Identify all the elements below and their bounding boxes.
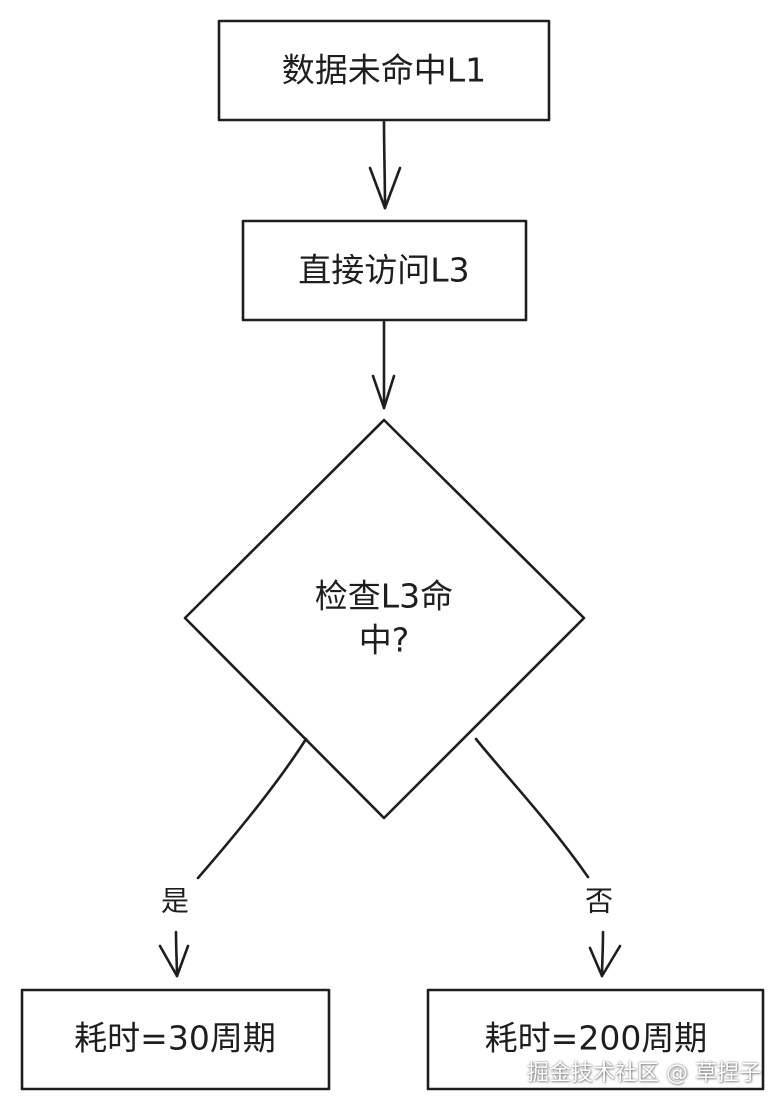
edge-yes: 是	[158, 737, 308, 978]
node-miss-l1-label: 数据未命中L1	[282, 51, 486, 90]
edge-no-line-upper	[474, 737, 590, 879]
arrow-access-to-check-head	[371, 374, 396, 410]
edge-no-line-lower	[600, 930, 605, 978]
node-miss-result: 耗时=200周期	[426, 988, 765, 1091]
node-check-l3: 检查L3命 中?	[183, 418, 586, 820]
node-hit-result: 耗时=30周期	[20, 988, 331, 1091]
edge-no-label: 否	[585, 885, 613, 918]
arrow-access-to-check	[371, 320, 396, 410]
edge-yes-arrow-head	[158, 944, 190, 978]
node-hit-result-box	[20, 988, 331, 1091]
node-miss-result-label: 耗时=200周期	[485, 1019, 708, 1058]
node-access-l3-label: 直接访问L3	[298, 251, 469, 290]
edge-no: 否	[474, 737, 622, 978]
arrow-miss-to-access	[368, 120, 402, 210]
node-check-l3-label-line1: 检查L3命	[315, 577, 453, 616]
node-access-l3: 直接访问L3	[241, 219, 528, 322]
node-miss-result-box	[426, 988, 765, 1091]
node-check-l3-label-line2: 中?	[359, 621, 410, 660]
arrow-miss-to-access-line	[382, 120, 387, 210]
node-miss-l1: 数据未命中L1	[217, 19, 551, 122]
edge-yes-line-lower	[174, 930, 179, 978]
arrow-miss-to-access-head	[368, 166, 402, 210]
node-check-l3-diamond	[183, 418, 586, 820]
edge-yes-line-upper	[196, 737, 308, 880]
edge-yes-label: 是	[161, 885, 189, 918]
node-hit-result-label: 耗时=30周期	[74, 1019, 276, 1058]
watermark: 掘金技术社区 @ 草捏子	[527, 1061, 761, 1086]
node-miss-l1-box	[217, 19, 551, 122]
node-access-l3-box	[241, 219, 528, 322]
edge-no-arrow-head	[588, 944, 622, 978]
